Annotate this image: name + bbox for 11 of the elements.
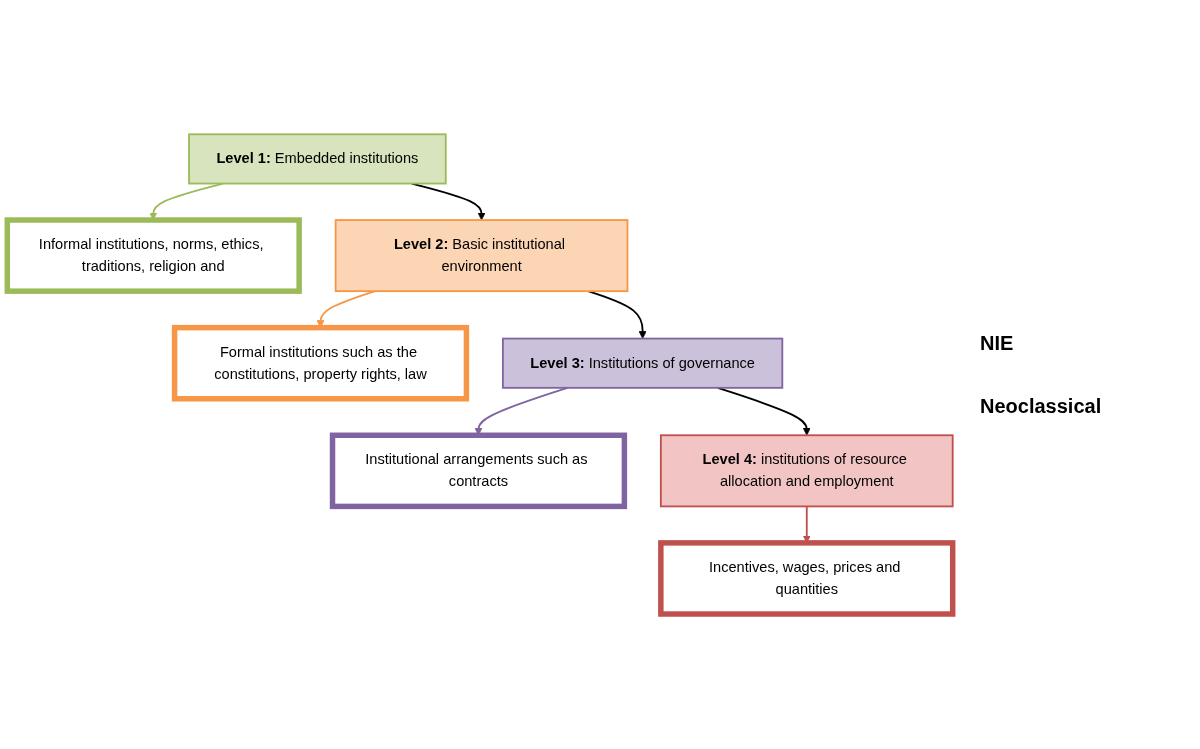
node-box: Level 4: institutions of resource allocation and employment xyxy=(659,434,954,508)
node-box: Incentives, wages, prices and quantities xyxy=(658,540,956,618)
node-box: Level 2: Basic institutional environment xyxy=(334,219,629,293)
node-box: Level 1: Embedded institutions xyxy=(188,133,447,185)
arrow xyxy=(410,183,486,221)
bracket-label: NIE xyxy=(980,331,1015,355)
node-box: Institutional arrangements such as contracts xyxy=(329,432,628,510)
node-box: Informal institutions, norms, ethics, traditions, religion and xyxy=(4,217,302,295)
node-box: Level 3: Institutions of governance xyxy=(502,338,784,390)
node-box: Formal institutions such as the constitutions, property rights, law xyxy=(171,325,470,402)
bracket-label: Neoclassical xyxy=(980,394,1103,418)
